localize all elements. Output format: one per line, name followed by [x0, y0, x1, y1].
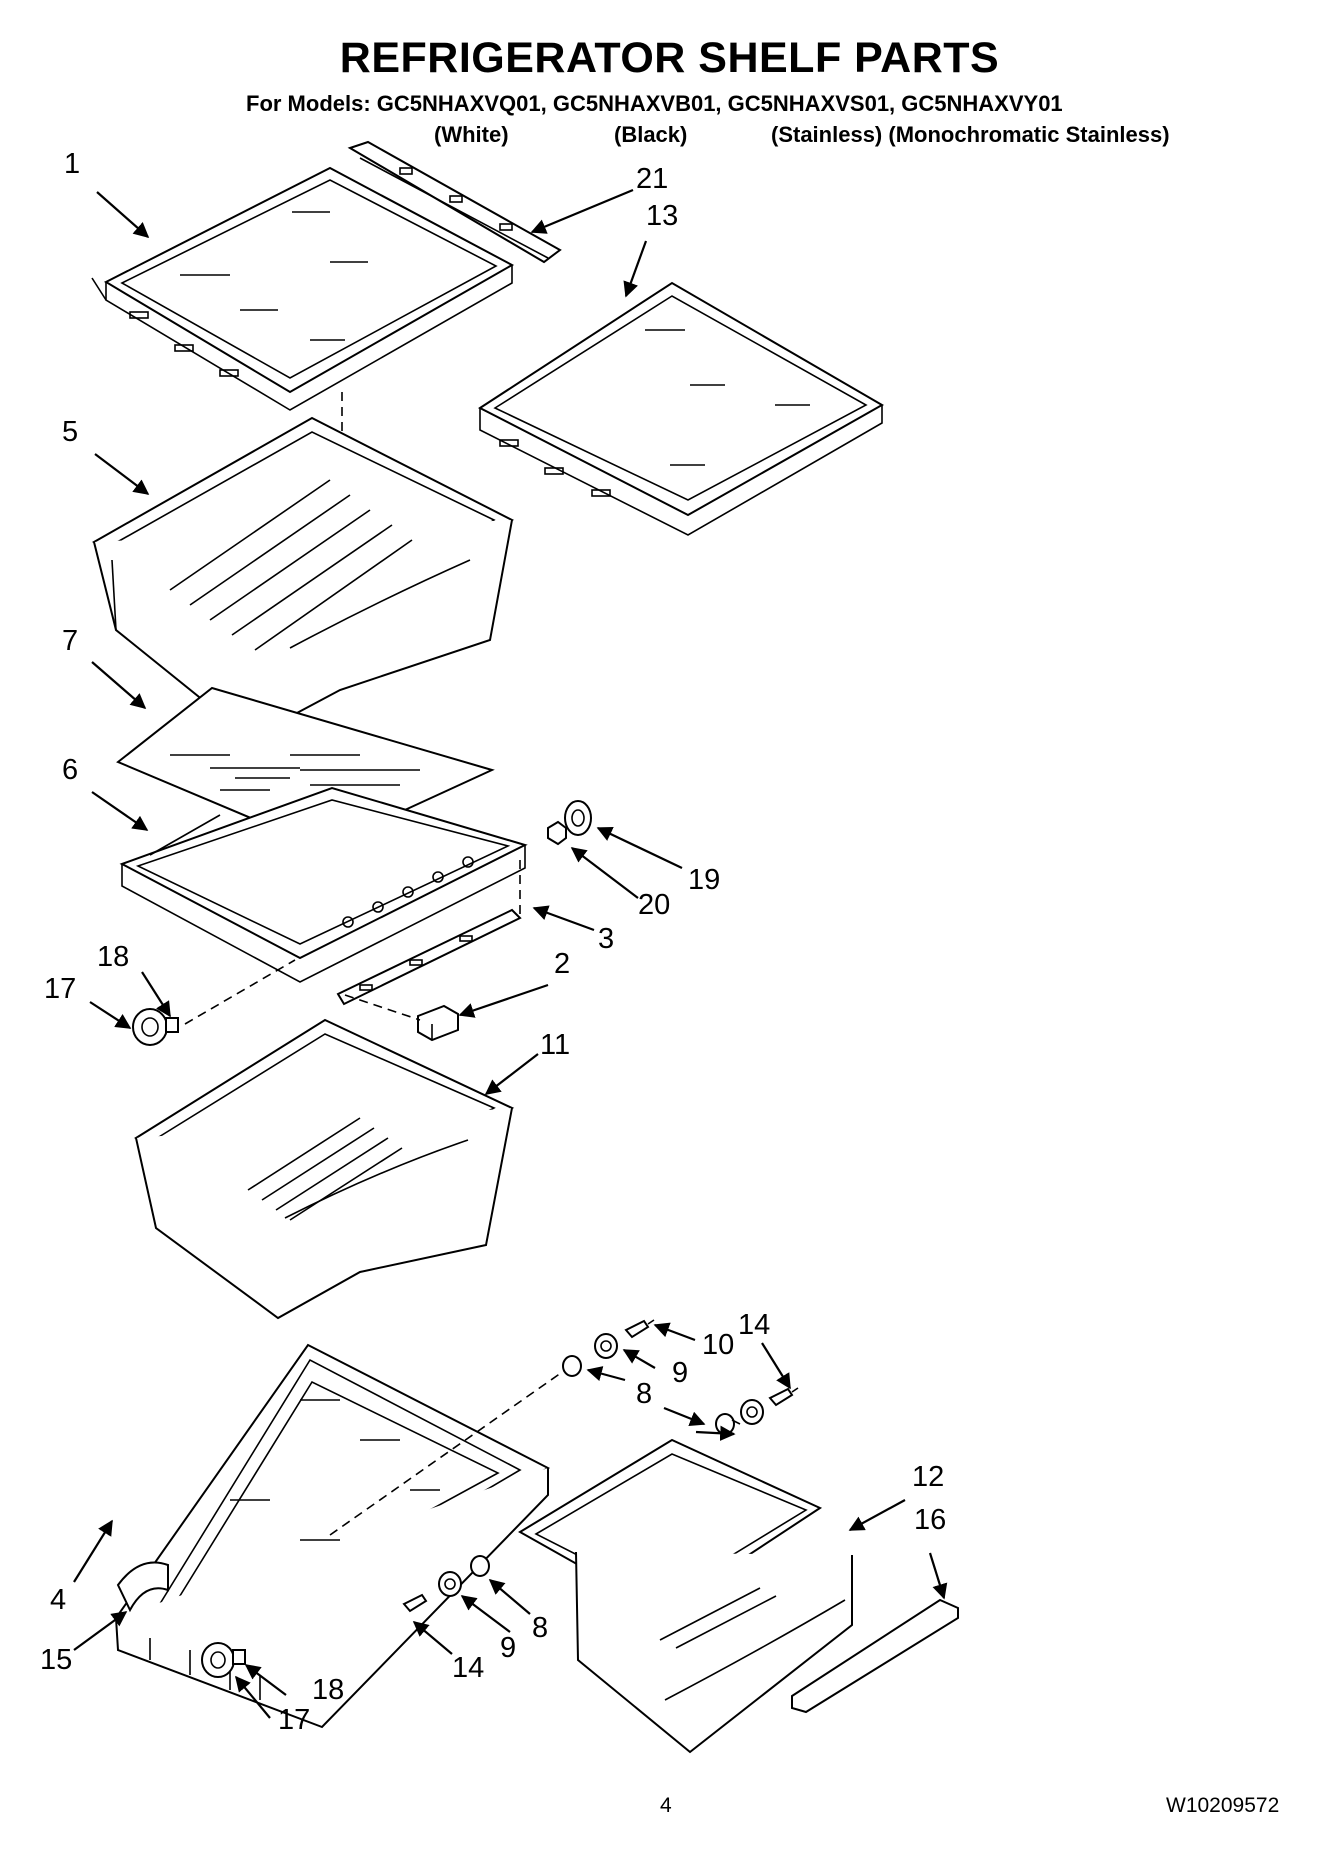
rear-trim-part-21	[347, 140, 562, 264]
callout-6: 6	[62, 754, 79, 786]
leader-arrows	[73, 188, 948, 1719]
wheel-part-19	[564, 800, 592, 836]
callout-9-upper: 9	[672, 1357, 689, 1389]
callout-11: 11	[540, 1029, 571, 1061]
callout-5: 5	[62, 416, 79, 448]
page-title: REFRIGERATOR SHELF PARTS	[339, 34, 1000, 82]
callout-16: 16	[914, 1504, 947, 1536]
callout-17-upper: 17	[44, 973, 77, 1005]
crisper-frame-part-6	[119, 786, 528, 983]
crisper-drawer-part-11	[134, 1018, 515, 1320]
wheel-assembly-lower	[201, 1642, 246, 1678]
cap-part-15	[116, 1561, 169, 1613]
callout-2: 2	[554, 948, 571, 980]
callout-18-lower: 18	[312, 1674, 345, 1706]
callout-9-lower: 9	[500, 1632, 517, 1664]
front-trim-part-16	[791, 1598, 959, 1714]
callout-18-upper: 18	[97, 941, 130, 973]
wheel-assembly-upper	[132, 1008, 179, 1046]
page-number: 4	[660, 1794, 672, 1817]
callout-3: 3	[598, 923, 615, 955]
models-line: For Models: GC5NHAXVQ01, GC5NHAXVB01, GC…	[246, 91, 1063, 116]
callout-12: 12	[912, 1461, 945, 1493]
callout-13: 13	[646, 200, 679, 232]
slide-rail-part-3	[336, 908, 522, 1006]
color-stainless: (Stainless) (Monochromatic Stainless)	[771, 122, 1170, 147]
callout-8-upper: 8	[636, 1378, 653, 1410]
callout-4: 4	[50, 1584, 67, 1616]
callout-17-lower: 17	[278, 1704, 311, 1736]
callout-7: 7	[62, 625, 79, 657]
glass-shelf-part-1	[91, 166, 515, 411]
document-number: W10209572	[1166, 1794, 1280, 1817]
glass-shelf-part-13	[478, 281, 885, 536]
callout-15: 15	[40, 1644, 73, 1676]
callout-1: 1	[64, 148, 81, 180]
callout-10: 10	[702, 1329, 735, 1361]
callout-8-lower: 8	[532, 1612, 549, 1644]
crisper-drawer-part-5	[91, 416, 514, 740]
callout-19: 19	[688, 864, 721, 896]
color-white: (White)	[434, 122, 509, 147]
callout-20: 20	[638, 889, 671, 921]
callout-21: 21	[636, 163, 669, 195]
callout-14-lower: 14	[452, 1652, 485, 1684]
nut-part-20	[547, 820, 567, 846]
clip-part-2	[417, 1004, 459, 1042]
deli-drawer-part-12	[518, 1438, 853, 1754]
callout-14-upper: 14	[738, 1309, 771, 1341]
color-black: (Black)	[614, 122, 688, 147]
